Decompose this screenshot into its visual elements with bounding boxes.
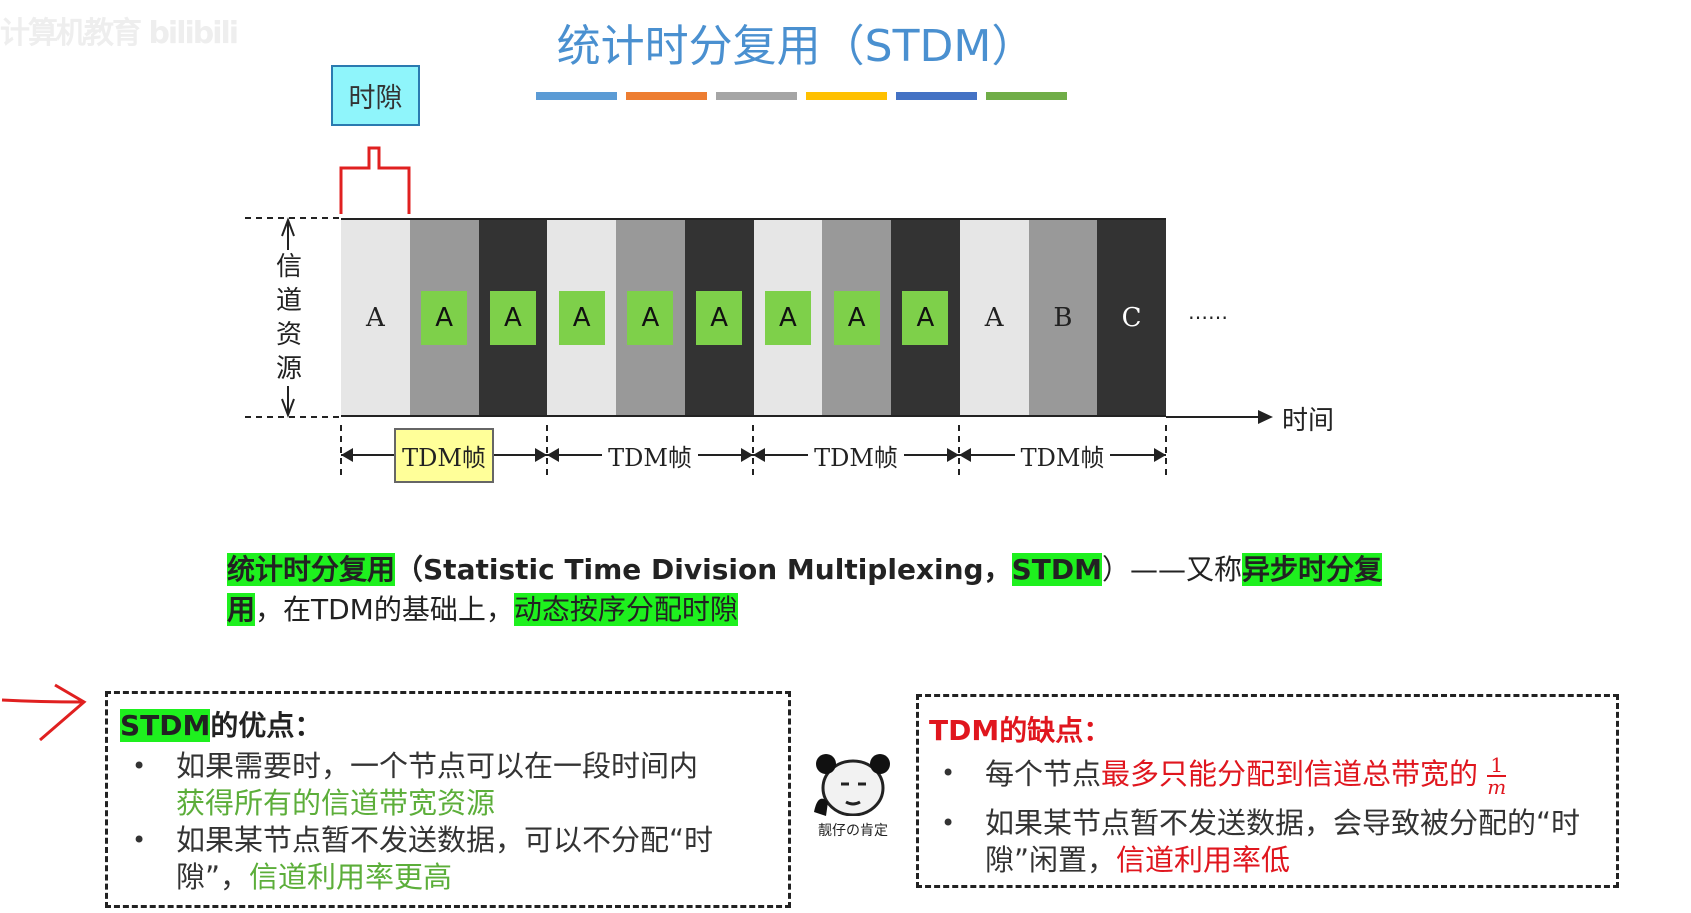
tdm-frame: TDM帧 [959,430,1167,480]
disadvantages-box: TDM的缺点： 每个节点最多只能分配到信道总带宽的 1m 如果某节点暂不发送数据… [916,694,1619,888]
item-highlight: 获得所有的信道带宽资源 [176,786,496,820]
color-bar [716,92,797,100]
color-bar [536,92,617,100]
slot-user-label: A [627,290,674,345]
item-text: 如果某节点暂不发送数据，可以不分配“时隙”， [176,823,714,894]
time-slot: A [341,220,410,415]
adv-title: 的优点： [210,709,323,742]
definition-paragraph: 统计时分复用（Statistic Time Division Multiplex… [227,550,1427,630]
watermark: 计算机教育 bilibili [0,16,239,51]
red-arrow-annotation [1,683,87,742]
key-point: 动态按序分配时隙 [513,593,738,626]
abbr: STDM [1011,553,1102,586]
time-slot: A [684,220,754,415]
slot-user-label: A [902,290,949,345]
time-arrow-icon [1258,410,1273,424]
y-axis-label: 信道资源 [274,250,304,386]
list-item: 如果某节点暂不发送数据，会导致被分配的“时隙”闲置，信道利用率低 [929,805,1606,879]
color-bar [896,92,977,100]
tdm-frame-label: TDM帧 [394,427,494,483]
color-bars [536,92,1067,100]
denominator: m [1487,775,1507,799]
rest: ，在TDM的基础上， [255,593,514,626]
page-title: 统计时分复用（STDM） [556,21,1036,72]
slot-user-label: A [558,290,605,345]
term: 统计时分复用 [227,553,396,586]
tdm-frame-label: TDM帧 [1020,443,1105,472]
arrow-down-icon [281,398,295,418]
tdm-frame: TDM帧 [753,430,960,480]
panda-face-icon [814,754,890,817]
slot-user-label: C [1121,302,1142,333]
diagram-lines [339,146,411,214]
time-slot: A [478,220,548,415]
meme-caption: 靓仔の肯定 [818,823,888,839]
aka: ）——又称 [1101,553,1242,586]
time-slot: A [409,220,479,415]
time-slot: B [1028,220,1098,415]
english-name: （Statistic Time Division Multiplexing， [395,553,1012,586]
time-slot: A [753,220,823,415]
tdm-frame: TDM帧 [547,430,754,480]
time-slot: A [547,220,616,415]
adv-title-hl: STDM [120,709,211,742]
slot-user-label: A [984,302,1004,333]
slot-user-label: A [489,290,536,345]
slot-user-label: A [365,302,385,333]
color-bar [806,92,887,100]
slot-label: 时隙 [331,65,420,126]
tdm-frame-label: TDM帧 [814,443,898,472]
slot-user-label: A [421,290,468,345]
time-slot: A [616,220,685,415]
ellipsis: …… [1188,300,1228,324]
time-slot: A [891,220,960,415]
slot-brace [339,146,411,214]
item-text: 每个节点 [985,757,1102,791]
disadv-title: TDM的缺点： [929,714,1112,747]
meme: 靓仔の肯定 [801,752,905,840]
item-highlight: 信道利用率低 [1116,843,1291,877]
slot-user-label: B [1053,302,1073,333]
time-slot: A [959,220,1029,415]
item-highlight: 最多只能分配到信道总带宽的 [1101,757,1479,791]
item-text: 如果需要时，一个节点可以在一段时间内 [176,749,699,783]
time-slot: A [822,220,891,415]
slot-user-label: A [833,290,880,345]
tdm-frame: TDM帧 [341,427,548,483]
numerator: 1 [1487,755,1507,777]
color-bar [986,92,1067,100]
list-item: 每个节点最多只能分配到信道总带宽的 1m [929,755,1606,797]
arrow-up-icon [281,217,295,237]
x-axis-label: 时间 [1282,406,1335,436]
item-highlight: 信道利用率更高 [249,860,453,894]
item-text: 如果某节点暂不发送数据，会导致被分配的“时隙”闲置， [985,806,1581,877]
slot-user-label: A [764,290,811,345]
time-slot: C [1097,220,1166,415]
slot-user-label: A [696,290,743,345]
tdm-frame-label: TDM帧 [608,443,692,472]
list-item: 如果某节点暂不发送数据，可以不分配“时隙”，信道利用率更高 [120,822,776,896]
color-bar [626,92,707,100]
